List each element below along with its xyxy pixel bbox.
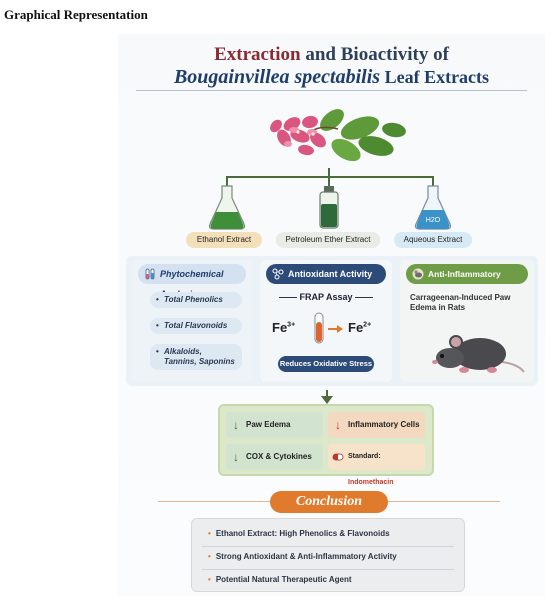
phyto-item: •Alkaloids, Tannins, Saponins bbox=[150, 344, 242, 370]
fe3-label: Fe3+ bbox=[272, 320, 296, 335]
phytochemical-panel: Phytochemical Analysis •Total Phenolics … bbox=[132, 260, 252, 382]
phytochemical-heading: Phytochemical Analysis bbox=[138, 264, 246, 299]
frap-assay-label: —— FRAP Assay —— bbox=[278, 292, 374, 302]
connector-branch bbox=[226, 176, 434, 178]
bougainvillea-illustration bbox=[270, 109, 406, 162]
reaction-tube-icon bbox=[314, 312, 324, 344]
phyto-item: •Total Flavonoids bbox=[150, 318, 242, 334]
antioxidant-panel: Antioxidant Activity —— FRAP Assay —— Fe… bbox=[260, 260, 392, 382]
rat-illustration bbox=[432, 335, 525, 373]
antioxidant-heading-text: Antioxidant Activity bbox=[288, 269, 373, 279]
ethanol-flask-icon bbox=[208, 185, 246, 230]
inflammatory-cells-effect: ↓Inflammatory Cells bbox=[328, 412, 425, 438]
anti-inflammatory-heading-text: Anti-Inflammatory Effects bbox=[428, 269, 501, 299]
cox-cytokines-effect: ↓COX & Cytokines bbox=[226, 444, 323, 470]
aqueous-flask-icon: H2O bbox=[414, 185, 452, 230]
rat-head-icon bbox=[412, 268, 424, 280]
title-line-1: Extraction and Bioactivity of bbox=[118, 44, 545, 66]
down-arrow-line bbox=[326, 390, 328, 400]
aqueous-extract-label: Aqueous Extract bbox=[394, 232, 472, 248]
anti-inflammatory-heading: Anti-Inflammatory Effects bbox=[406, 264, 528, 299]
phyto-item: •Total Phenolics bbox=[150, 292, 242, 308]
anti-inflammatory-panel: Anti-Inflammatory Effects Carrageenan-In… bbox=[400, 260, 534, 382]
connector-right bbox=[432, 176, 434, 186]
title-line1-rest: and Bioactivity of bbox=[300, 44, 449, 65]
molecule-icon bbox=[272, 268, 284, 280]
petroleum-ether-extract-label: Petroleum Ether Extract bbox=[276, 232, 380, 248]
fe2-label: Fe2+ bbox=[348, 320, 372, 335]
conclusion-line-left bbox=[158, 501, 270, 502]
standard-drug-effect: Standard: Indomethacin bbox=[328, 444, 425, 486]
conclusion-item: •Ethanol Extract: High Phenolics & Flavo… bbox=[208, 529, 390, 538]
title-accent: Extraction bbox=[214, 44, 301, 65]
title-line2-rest: Leaf Extracts bbox=[380, 67, 490, 87]
conclusion-line-right bbox=[388, 501, 500, 502]
rat-model-text: Carrageenan-Induced Paw Edema in Rats bbox=[410, 293, 511, 312]
oxidative-stress-result: Reduces Oxidative Stress bbox=[278, 356, 374, 372]
conclusion-divider bbox=[202, 546, 454, 547]
title-line-2: Bougainvillea spectabilis Leaf Extracts bbox=[118, 66, 545, 89]
capsule-icon bbox=[332, 453, 344, 461]
title-divider bbox=[136, 90, 527, 91]
test-tubes-icon bbox=[145, 268, 155, 280]
connector-trunk bbox=[328, 168, 330, 176]
paw-edema-effect: ↓Paw Edema bbox=[226, 412, 323, 438]
antioxidant-heading: Antioxidant Activity bbox=[266, 264, 386, 284]
connector-left bbox=[226, 176, 228, 186]
page-heading: Graphical Representation bbox=[4, 7, 148, 22]
ethanol-extract-label: Ethanol Extract bbox=[186, 232, 262, 248]
conclusion-item: •Strong Antioxidant & Anti-Inflammatory … bbox=[208, 552, 397, 561]
connector-middle bbox=[328, 176, 330, 186]
conclusion-item: •Potential Natural Therapeutic Agent bbox=[208, 575, 352, 584]
petroleum-ether-bottle-icon bbox=[319, 186, 339, 229]
down-arrow-icon bbox=[321, 396, 333, 404]
title-species: Bougainvillea spectabilis bbox=[173, 66, 381, 88]
graphical-abstract: Extraction and Bioactivity of Bougainvil… bbox=[118, 34, 545, 596]
reaction-arrow-icon bbox=[328, 325, 343, 333]
water-label: H2O bbox=[426, 217, 441, 224]
conclusion-divider bbox=[202, 569, 454, 570]
conclusion-heading: Conclusion bbox=[270, 491, 388, 513]
conclusion-box: •Ethanol Extract: High Phenolics & Flavo… bbox=[191, 518, 465, 592]
effects-box: ↓Paw Edema ↓Inflammatory Cells ↓COX & Cy… bbox=[218, 404, 434, 486]
